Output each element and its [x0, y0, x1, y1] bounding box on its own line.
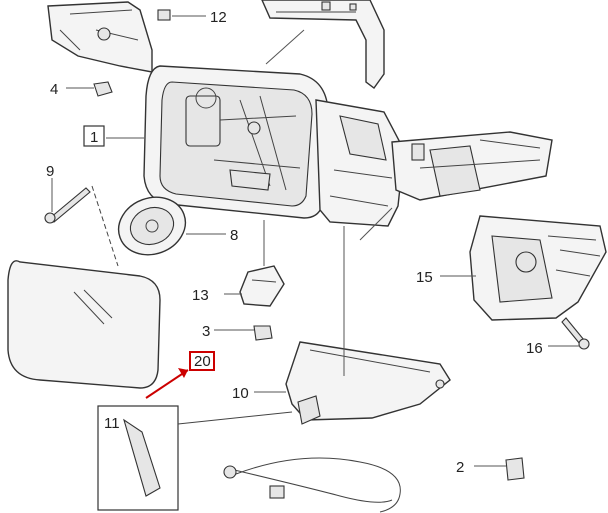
part-8-actuator: [117, 196, 187, 256]
inset-arrow: [177, 411, 293, 425]
part-4-clip: [93, 81, 113, 97]
highlight-arrow: [145, 368, 189, 399]
part-16-screw: [561, 317, 590, 350]
callout-15: 15: [416, 269, 433, 286]
callout-13: 13: [192, 287, 209, 304]
part-1-mirror-housing: [143, 65, 329, 219]
callout-1: 1: [90, 129, 98, 146]
part-15-mount-bracket: [469, 215, 607, 321]
part-12-inner-cover: [47, 1, 171, 73]
wiring-harness: [223, 457, 401, 513]
assembly-dashed-line: [91, 185, 119, 267]
callout-3: 3: [202, 323, 210, 340]
part-10-lower-cover: [285, 341, 451, 425]
callout-8: 8: [230, 227, 238, 244]
part-13-cover: [239, 265, 285, 307]
outer-shell: [261, 0, 385, 89]
callout-11: 11: [104, 415, 120, 432]
callout-4: 4: [50, 81, 58, 98]
callout-16: 16: [526, 340, 543, 357]
leader-lines: [51, 15, 580, 467]
callout-2: 2: [456, 459, 464, 476]
callout-1-box: [83, 125, 105, 147]
callout-9: 9: [46, 163, 54, 180]
callout-12: 12: [210, 9, 227, 26]
part-11-inset: [97, 405, 179, 511]
callout-10: 10: [232, 385, 249, 402]
mirror-arm-base: [315, 99, 553, 227]
part-2-connector: [505, 457, 525, 481]
part-20-mirror-glass: [7, 260, 161, 389]
part-3-bulb: [253, 325, 273, 341]
callout-20-box: [189, 351, 215, 371]
part-9-screw: [44, 187, 91, 224]
callout-20: 20: [194, 353, 211, 370]
